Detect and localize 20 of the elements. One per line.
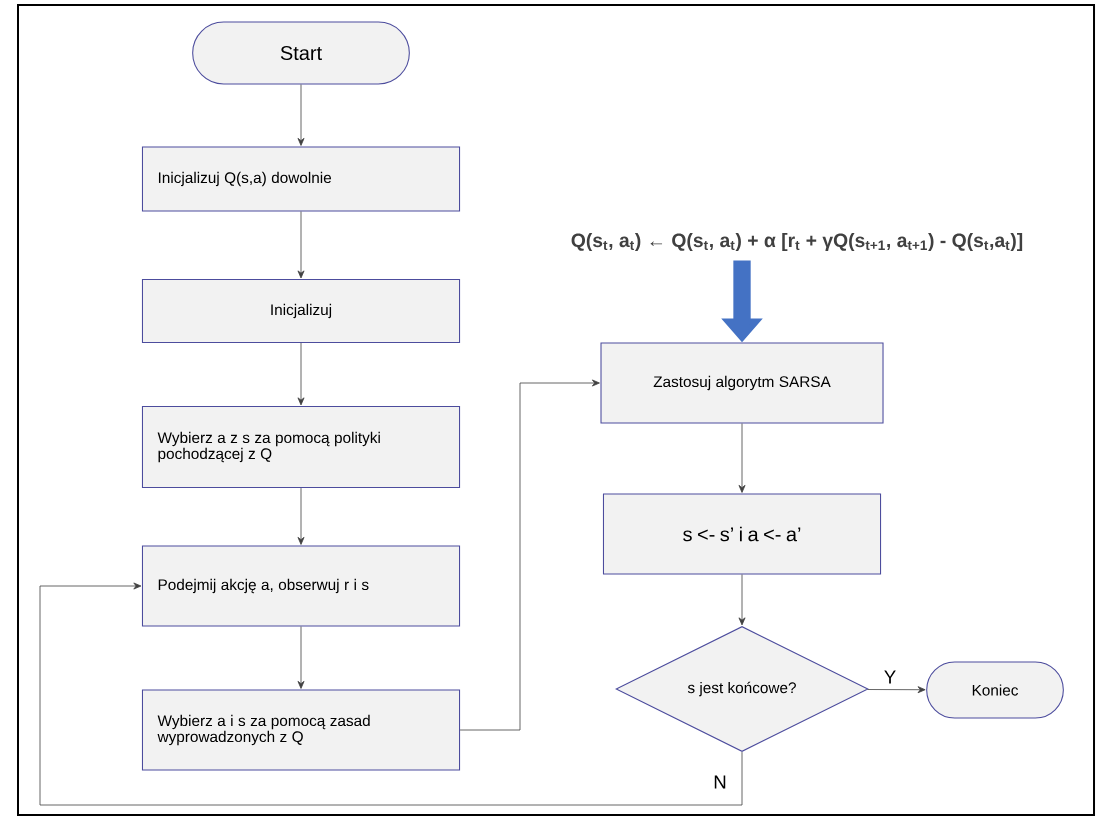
formula-text: Q(s$_{t}$, a$_{t}$) ← Q(s$_{t}$, a$_{t}$) + α [r$_{t}$ + γQ(s$_{t+1}$, a$_{t+1}$) - Q(s$_{t}$,a$_{t}$)] xyxy=(571,233,1023,251)
arrow xyxy=(297,487,305,545)
process-box: Inicjalizuj Q(s,a) dowolnie xyxy=(141,146,461,212)
edge-label: N xyxy=(711,774,729,790)
arrow xyxy=(39,582,743,806)
process-box: Wybierz a i s za pomocą zasad wyprowadzonych z Q xyxy=(141,689,461,771)
process-box: Zastosuj algorytm SARSA xyxy=(600,342,884,424)
arrow xyxy=(297,84,305,146)
arrow xyxy=(738,423,746,493)
arrow xyxy=(297,626,305,689)
process-box: Wybierz a z s za pomocą polityki pochodzącej z Q xyxy=(141,405,461,489)
process-box: Podejmij akcję a, obserwuj r i s xyxy=(141,545,461,627)
arrow xyxy=(297,342,305,406)
edge-label: Y xyxy=(882,669,898,685)
process-box: s <- s’ i a <- a’ xyxy=(602,493,882,575)
process-box: Inicjalizuj xyxy=(141,279,461,343)
arrow xyxy=(297,211,305,279)
arrow xyxy=(867,686,926,694)
arrow xyxy=(459,379,600,731)
arrow xyxy=(738,574,746,626)
